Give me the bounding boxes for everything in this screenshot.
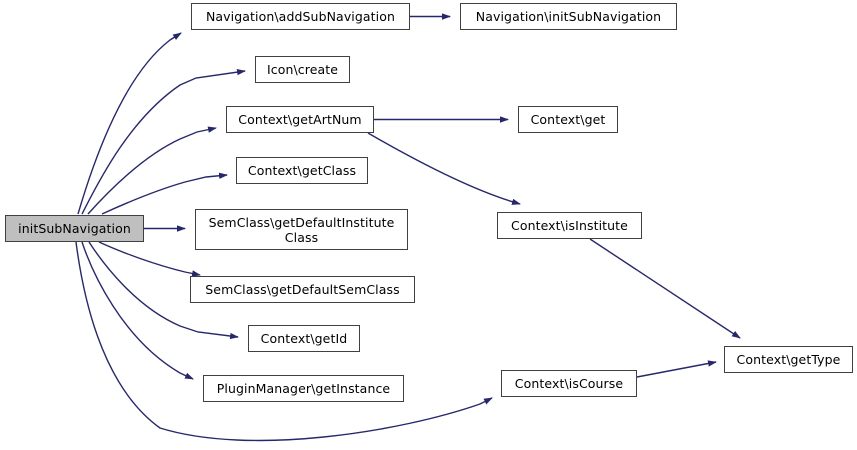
node-context-get[interactable]: Context\get [518, 106, 618, 133]
edge-initSubNavigation-addSubNavigation [77, 32, 182, 215]
node-context-getClass[interactable]: Context\getClass [236, 157, 368, 184]
node-label: Context\getId [260, 330, 348, 346]
node-label: Icon\create [266, 61, 339, 77]
node-label: Context\isInstitute [511, 217, 628, 233]
node-label: Navigation\addSubNavigation [205, 8, 396, 24]
edge-initSubNavigation-getInstance [81, 241, 194, 380]
node-context-getId[interactable]: Context\getId [248, 325, 360, 352]
edge-initSubNavigation-getDefaultSemClass [98, 241, 201, 277]
node-label: Context\getArtNum [238, 111, 362, 127]
edge-isCourse-getType [636, 360, 717, 378]
node-context-getType[interactable]: Context\getType [724, 346, 853, 373]
node-icon-create[interactable]: Icon\create [255, 56, 350, 83]
node-initSubNavigation[interactable]: initSubNavigation [5, 215, 144, 242]
node-label: Context\isCourse [514, 375, 624, 391]
node-context-isCourse[interactable]: Context\isCourse [501, 370, 637, 397]
edge-getArtNum-isInstitute [367, 132, 521, 205]
node-label: Context\get [530, 111, 606, 127]
node-semclass-getDefaultSemClass[interactable]: SemClass\getDefaultSemClass [190, 276, 415, 303]
node-label: Context\getType [736, 351, 841, 367]
node-pluginmanager-getInstance[interactable]: PluginManager\getInstance [203, 375, 404, 402]
node-label: Navigation\initSubNavigation [475, 8, 662, 24]
node-label: Context\getClass [247, 162, 357, 178]
node-context-getArtNum[interactable]: Context\getArtNum [226, 106, 374, 133]
node-label: initSubNavigation [18, 220, 131, 236]
node-label: PluginManager\getInstance [216, 380, 391, 396]
edge-initSubNavigation-iconCreate [81, 68, 246, 215]
node-label: SemClass\getDefaultSemClass [205, 281, 400, 297]
node-semclass-getDefaultInstituteClass[interactable]: SemClass\getDefaultInstitute Class [195, 209, 408, 250]
node-navigation-addSubNavigation[interactable]: Navigation\addSubNavigation [191, 3, 410, 30]
node-navigation-initSubNavigation[interactable]: Navigation\initSubNavigation [460, 3, 677, 30]
node-label: SemClass\getDefaultInstitute Class [208, 214, 395, 245]
node-context-isInstitute[interactable]: Context\isInstitute [497, 212, 642, 239]
edge-isInstitute-getType [589, 238, 741, 339]
edge-initSubNavigation-getArtNum [87, 126, 217, 215]
